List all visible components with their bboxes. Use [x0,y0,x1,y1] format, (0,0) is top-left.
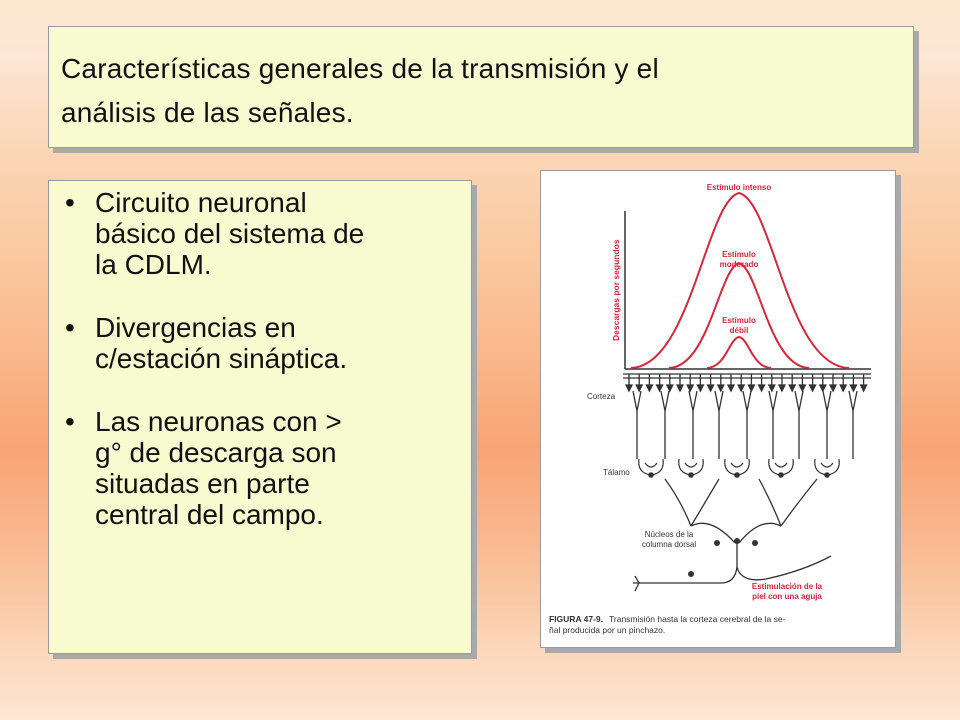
cortex-axon-branch [660,390,670,412]
figure-caption-line-1: FIGURA 47-9. Transmisión hasta la corteza… [549,614,786,624]
nucleus-dot [734,538,740,544]
response-curves [630,191,850,369]
thalamus-tuft-inner [644,462,658,468]
label-stim-1: Estimulación de la [752,582,823,591]
figure-caption-bold: FIGURA 47-9. [549,614,603,624]
bullet-text-line: Las neuronas con > [95,406,342,437]
cortex-neuron-soma [767,384,776,393]
figure-caption-text: Transmisión hasta la corteza cerebral de… [609,614,786,624]
curve-intense [630,191,850,369]
thalamic-tree [633,478,832,592]
figure-panel: Descargas por segundos Estímulo intenso … [540,170,896,648]
curve-weak [706,335,772,369]
slide-title-line-2: análisis de las señales. [61,97,354,128]
label-nuclei-1: Núcleos de la [645,530,694,539]
thalamus-cell [688,472,694,478]
bullet-list-box: • Circuito neuronal básico del sistema d… [48,180,472,654]
cortex-neuron-soma [716,384,725,393]
cortex-neuron-soma [859,384,868,393]
bullet-item: • Divergencias en c/estación sináptica. [59,312,461,374]
thalamus-cell [778,472,784,478]
thalamus-tuft-inner [730,462,744,468]
thalamus-cell [648,472,654,478]
cortex-neuron-soma [747,384,756,393]
thalamus-tufts [638,458,840,478]
cortex-axon-branch [822,390,832,412]
bullet-text-line: la CDLM. [95,249,212,280]
curve-moderate [668,261,810,369]
cortex-neuron-soma [737,384,746,393]
cortex-neuron-soma [624,384,634,393]
dorsal-nuclei [688,538,758,577]
bullet-dot-icon: • [65,312,75,343]
cortex-neuron-soma [696,384,705,393]
bullet-text-line: situadas en parte [95,468,310,499]
cortex-neuron-soma [818,384,827,393]
bullet-text-line: básico del sistema de [95,218,365,249]
nucleus-dot [752,540,758,546]
bullet-text-line: central del campo. [95,499,324,530]
slide-title-line-1: Características generales de la transmis… [61,53,659,84]
bullet-text-line: Divergencias en [95,312,296,343]
cortex-neuron-soma [788,384,797,393]
label-moderate-1: Estímulo [722,250,756,259]
label-intense: Estímulo intenso [707,183,772,192]
cortex-axon-branch [848,390,858,412]
bullet-item: • Circuito neuronal básico del sistema d… [59,187,461,280]
cortex-neurons [623,373,871,459]
cortex-axon-branch [688,390,698,412]
label-stim-2: piel con una aguja [752,592,822,601]
thalamus-tuft-inner [684,462,698,468]
bullet-text-line: Circuito neuronal [95,187,307,218]
cortex-axon-branch [794,390,804,412]
cortex-neuron-soma [645,384,654,393]
cortex-neuron-soma [706,384,715,393]
cortex-neuron-soma [849,384,858,393]
cortex-neuron-soma [726,384,736,393]
bullet-dot-icon: • [65,406,75,437]
cortex-neuron-soma [655,384,664,393]
bullet-text-line: c/estación sináptica. [95,343,348,374]
cortex-neuron-soma [828,384,838,393]
figure-caption-line-2: ñal producida por un pinchazo. [549,625,665,635]
thalamus-cell [824,472,830,478]
thalamus-tuft-inner [774,462,788,468]
label-moderate-2: moderado [720,260,759,269]
nucleus-dot [714,540,720,546]
bullet-text-line: g° de descarga son [95,437,337,468]
thalamus-cell [734,472,740,478]
cortex-neuron-soma [808,384,817,393]
slide-title-box: Características generales de la transmis… [48,26,914,148]
cortex-neuron-soma [665,384,674,393]
bullet-dot-icon: • [65,187,75,218]
label-weak-2: débil [730,326,749,335]
cortex-neuron-soma [777,384,787,393]
cortex-neuron-soma [675,384,685,393]
label-thalamus: Tálamo [603,468,630,477]
cortex-neuron-soma [686,384,695,393]
label-cortex: Corteza [587,392,616,401]
stimulus-cell-dot [688,571,694,577]
y-axis-label: Descargas por segundos [611,239,621,341]
label-nuclei-2: columna dorsal [642,540,696,549]
thalamus-tuft-inner [820,462,834,468]
cortex-axon-branch [742,390,752,412]
bullet-list: • Circuito neuronal básico del sistema d… [59,187,461,530]
cortex-axon-branch [714,390,724,412]
cortex-neuron-soma [757,384,766,393]
bullet-item: • Las neuronas con > g° de descarga son … [59,406,461,530]
cortex-neuron-soma [839,384,848,393]
cortex-neuron-soma [798,384,807,393]
cortex-axon-branch [632,390,642,412]
label-weak-1: Estímulo [722,316,756,325]
neural-circuit-figure: Descargas por segundos Estímulo intenso … [549,183,871,635]
cortex-neuron-soma [635,384,644,393]
cortex-axon-branch [768,390,778,412]
